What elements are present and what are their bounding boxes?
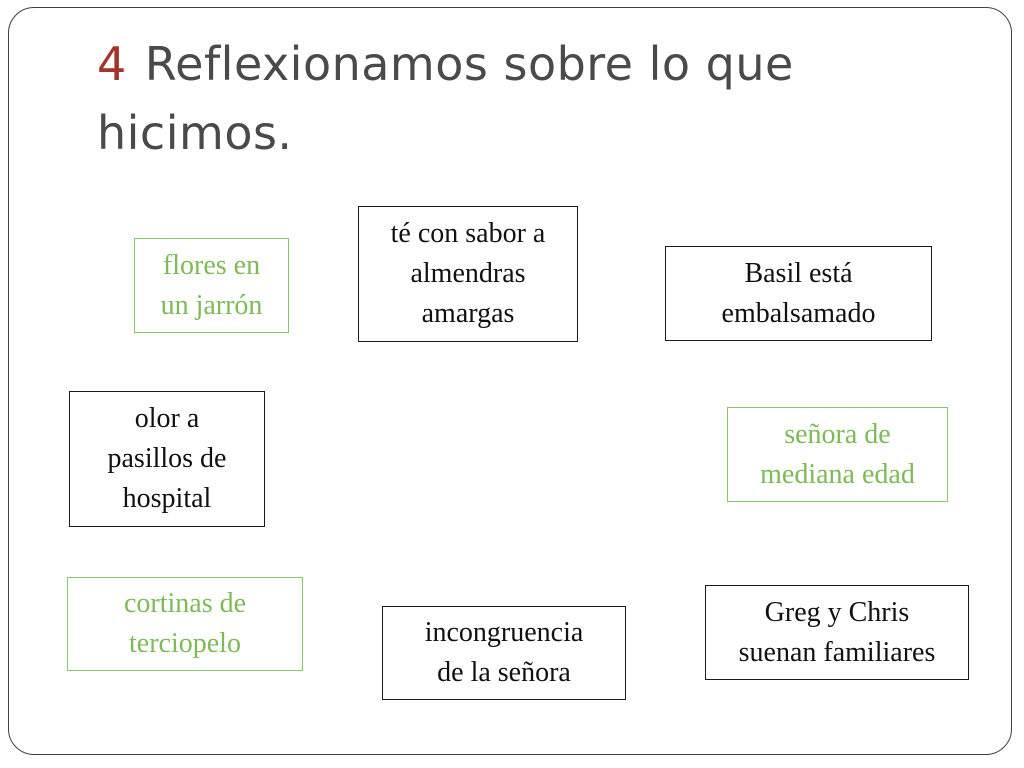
box-olor-hospital-text: olor a pasillos de hospital xyxy=(107,403,227,514)
box-cortinas: cortinas de terciopelo xyxy=(67,577,303,671)
box-incongruencia-text: incongruencia de la señora xyxy=(424,617,584,688)
box-te-almendras: té con sabor a almendras amargas xyxy=(358,206,578,342)
box-flores: flores en un jarrón xyxy=(134,238,289,333)
box-basil: Basil está embalsamado xyxy=(665,246,932,341)
slide-number: 4 xyxy=(97,37,127,91)
box-senora: señora de mediana edad xyxy=(727,407,948,502)
box-incongruencia: incongruencia de la señora xyxy=(382,606,626,700)
box-greg-chris-text: Greg y Chris suenan familiares xyxy=(738,596,936,668)
box-basil-text: Basil está embalsamado xyxy=(721,257,876,329)
box-senora-text: señora de mediana edad xyxy=(760,418,915,490)
box-cortinas-text: cortinas de terciopelo xyxy=(123,588,247,659)
box-te-almendras-text: té con sabor a almendras amargas xyxy=(390,218,546,329)
box-olor-hospital: olor a pasillos de hospital xyxy=(69,391,265,527)
box-greg-chris: Greg y Chris suenan familiares xyxy=(705,585,969,680)
slide-title-text: Reflexionamos sobre lo que hicimos. xyxy=(97,37,794,160)
box-flores-text: flores en un jarrón xyxy=(160,249,263,321)
